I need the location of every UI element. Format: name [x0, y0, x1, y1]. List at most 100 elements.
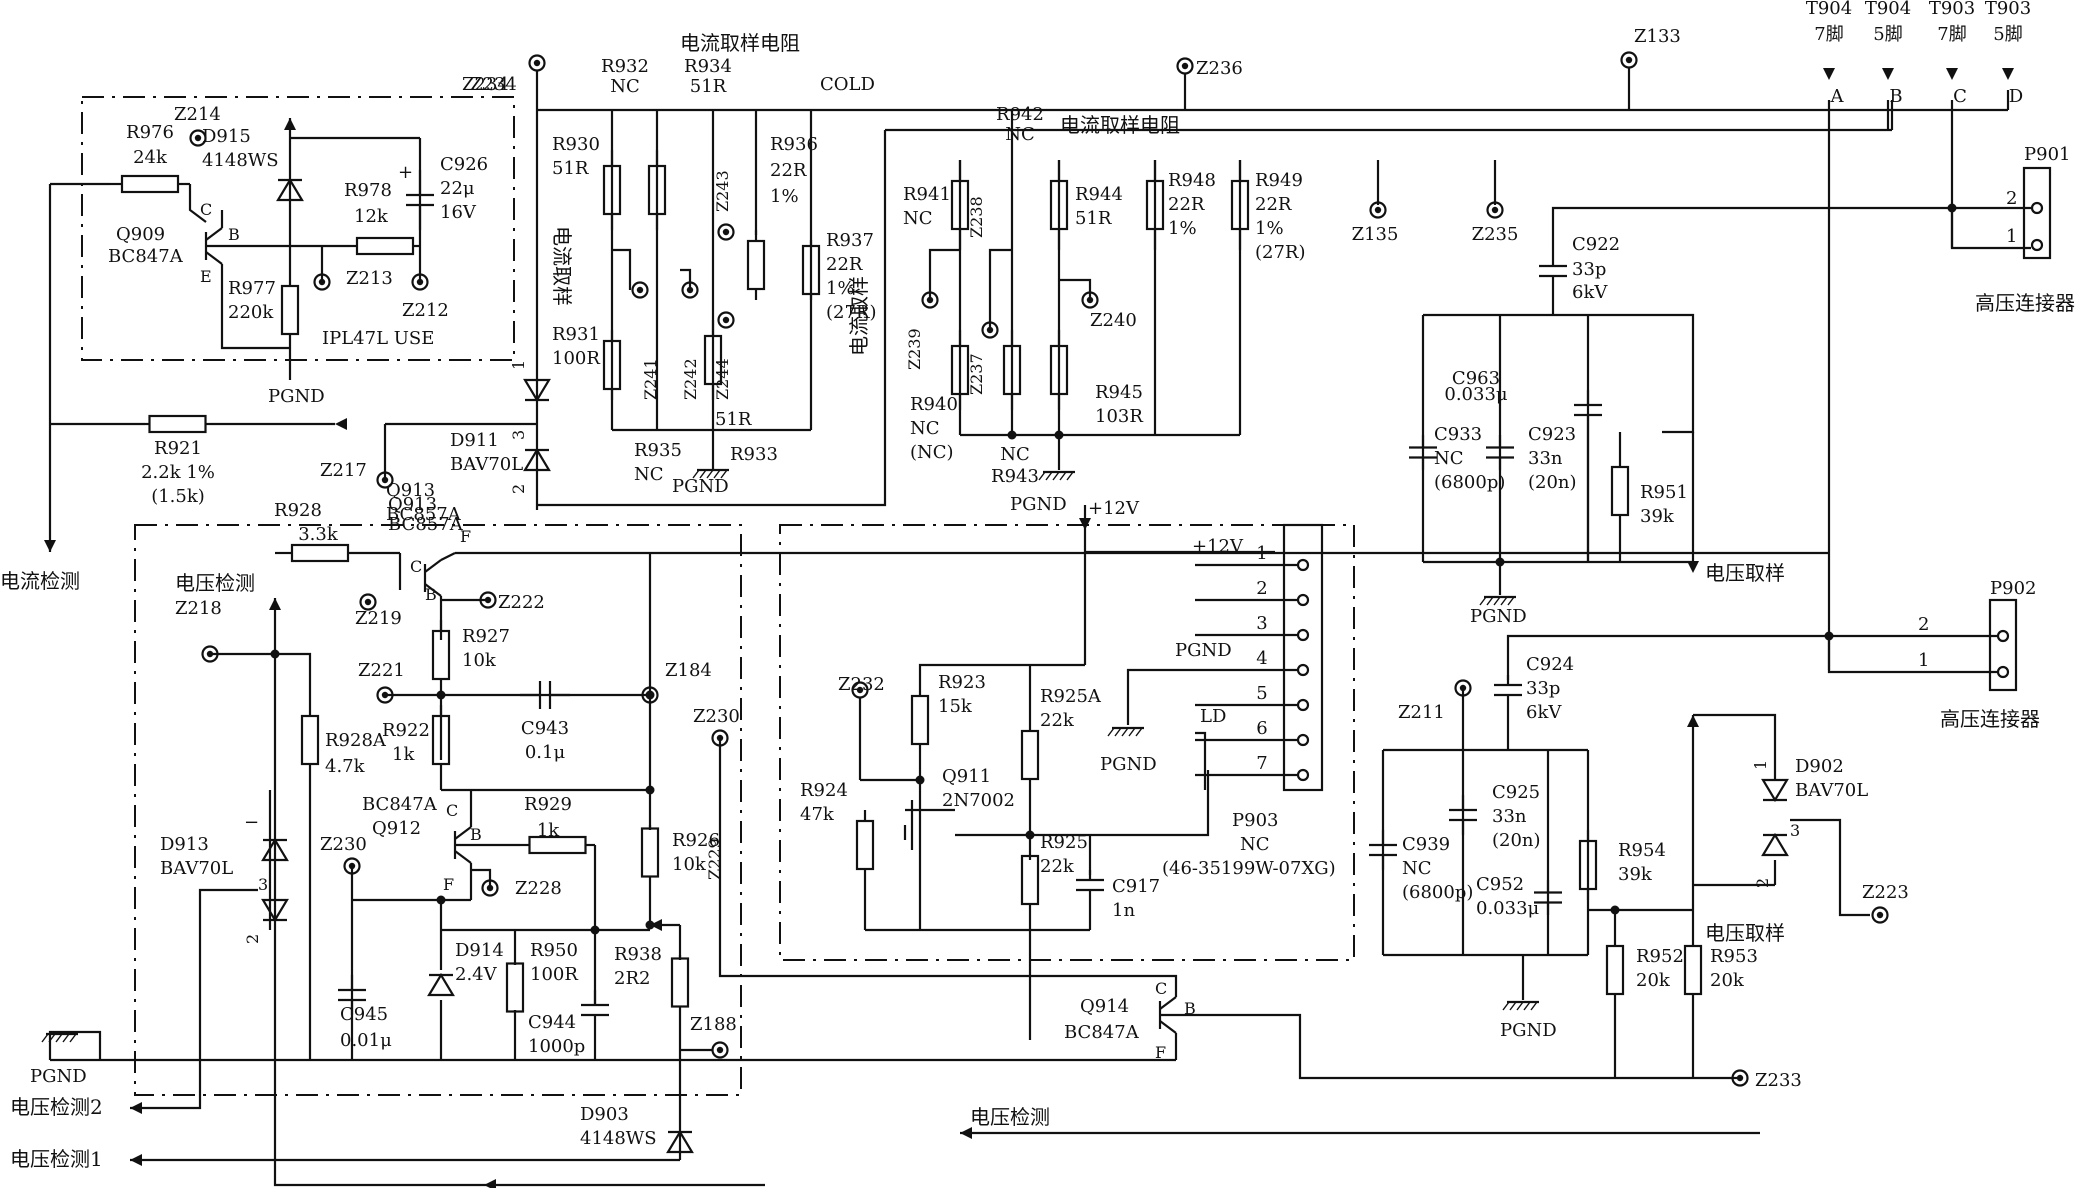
component-label: 16V — [440, 202, 477, 223]
test-point-icon — [376, 471, 394, 489]
arrow-icon — [2002, 68, 2014, 80]
component-label: D902 — [1795, 756, 1844, 777]
mosfet-icon — [903, 800, 955, 850]
resistor — [855, 819, 875, 871]
connector-value: NC — [1240, 834, 1270, 855]
component-label: 22k — [1040, 710, 1075, 731]
resistor — [801, 244, 821, 296]
label: − — [244, 812, 259, 833]
component-label: 33n — [1492, 806, 1527, 827]
terminal-pin: 7脚 — [1814, 24, 1843, 45]
pgnd-label: PGND — [1175, 640, 1232, 661]
connector-pin-label: 1 — [2006, 226, 2017, 247]
wire — [41, 1033, 49, 1043]
test-point-icon — [1871, 906, 1889, 924]
label: 1k — [392, 744, 415, 765]
terminal-name: T903 — [1985, 0, 2031, 19]
wire — [1790, 818, 1870, 917]
label: C922 — [1572, 234, 1620, 255]
label: 6kV — [1572, 282, 1608, 303]
test-point-icon — [711, 729, 729, 747]
wire — [1066, 471, 1074, 481]
component-label: R937 — [826, 230, 874, 251]
wire — [1502, 1001, 1510, 1011]
component-label: D913 — [160, 834, 209, 855]
resistor — [1230, 179, 1250, 231]
component-label: 100R — [552, 348, 600, 369]
test-point-icon — [1736, 1074, 1744, 1082]
wire — [928, 248, 960, 300]
wire — [48, 1033, 56, 1043]
wire — [680, 268, 692, 290]
label: B — [1184, 999, 1196, 1018]
component-label: C952 — [1476, 874, 1524, 895]
component-label: Q913 — [386, 480, 435, 501]
label: Q914 — [1080, 996, 1129, 1017]
resistor — [355, 236, 415, 256]
label: R978 — [344, 180, 392, 201]
wire — [988, 248, 1012, 330]
component-label: 39k — [1640, 506, 1675, 527]
terminal-letter: C — [1953, 86, 1967, 107]
component-label: BAV70L — [450, 454, 523, 475]
wire — [1107, 727, 1115, 737]
test-point-icon — [631, 281, 649, 299]
label: R943 — [991, 466, 1039, 487]
test-point-icon — [1374, 206, 1382, 214]
component-label: R934 — [684, 56, 732, 77]
test-point-icon — [717, 223, 735, 241]
component-label: R950 — [530, 940, 578, 961]
label: BC847A — [362, 794, 438, 815]
junction-dot — [1007, 430, 1017, 440]
wire — [1059, 471, 1067, 481]
component-label: 100R — [530, 964, 578, 985]
wire — [424, 583, 442, 597]
component-label: 10k — [462, 650, 497, 671]
pgnd-label: PGND — [1010, 494, 1067, 515]
terminal-letter: A — [1830, 86, 1845, 107]
component-label: C925 — [1492, 782, 1540, 803]
wire — [1121, 727, 1129, 737]
arrow-icon — [1946, 68, 1958, 80]
component-label: R941 — [903, 184, 951, 205]
component-label: R951 — [1640, 482, 1688, 503]
test-point-icon — [1081, 291, 1099, 309]
component-label: D911 — [450, 430, 499, 451]
test-point-label: Z188 — [690, 1014, 737, 1035]
component-label: 1n — [1112, 900, 1135, 921]
resistor — [1683, 944, 1703, 996]
wire — [1509, 1001, 1517, 1011]
current-sense-vertical: 电流取样 — [847, 276, 871, 356]
component-label: R932 — [601, 56, 649, 77]
component-label: 2.2k 1% — [141, 462, 215, 483]
terminal-name: T904 — [1865, 0, 1911, 19]
component-label: C917 — [1112, 876, 1160, 897]
test-point-icon — [381, 691, 389, 699]
junction-dot — [645, 785, 655, 795]
component-label: 22R — [1255, 194, 1292, 215]
component-label: R927 — [462, 626, 510, 647]
label: 0.033μ — [1444, 384, 1508, 405]
connector-pin — [1296, 768, 1310, 782]
label: R922 — [382, 720, 430, 741]
component-label: C933 — [1434, 424, 1482, 445]
test-point-label: Z232 — [838, 674, 885, 695]
test-point-icon — [206, 650, 214, 658]
test-point-label: Z217 — [320, 460, 367, 481]
wire — [454, 826, 472, 840]
component-label: 22k — [1040, 856, 1075, 877]
wire — [55, 1033, 63, 1043]
test-point-icon — [1369, 201, 1387, 219]
component-label: 33p — [1526, 678, 1560, 699]
terminal-letter: B — [1889, 86, 1902, 107]
component-label: R921 — [154, 438, 202, 459]
test-point-label: Z238 — [967, 196, 986, 238]
label: R976 — [126, 122, 174, 143]
component-label: (20n) — [1492, 830, 1541, 851]
test-point-icon — [1620, 51, 1638, 69]
component-label: NC — [1402, 858, 1432, 879]
test-point-icon — [722, 228, 730, 236]
test-point-icon — [722, 316, 730, 324]
pgnd-label: PGND — [1470, 606, 1527, 627]
connector-pin-label: 2 — [2006, 188, 2017, 209]
